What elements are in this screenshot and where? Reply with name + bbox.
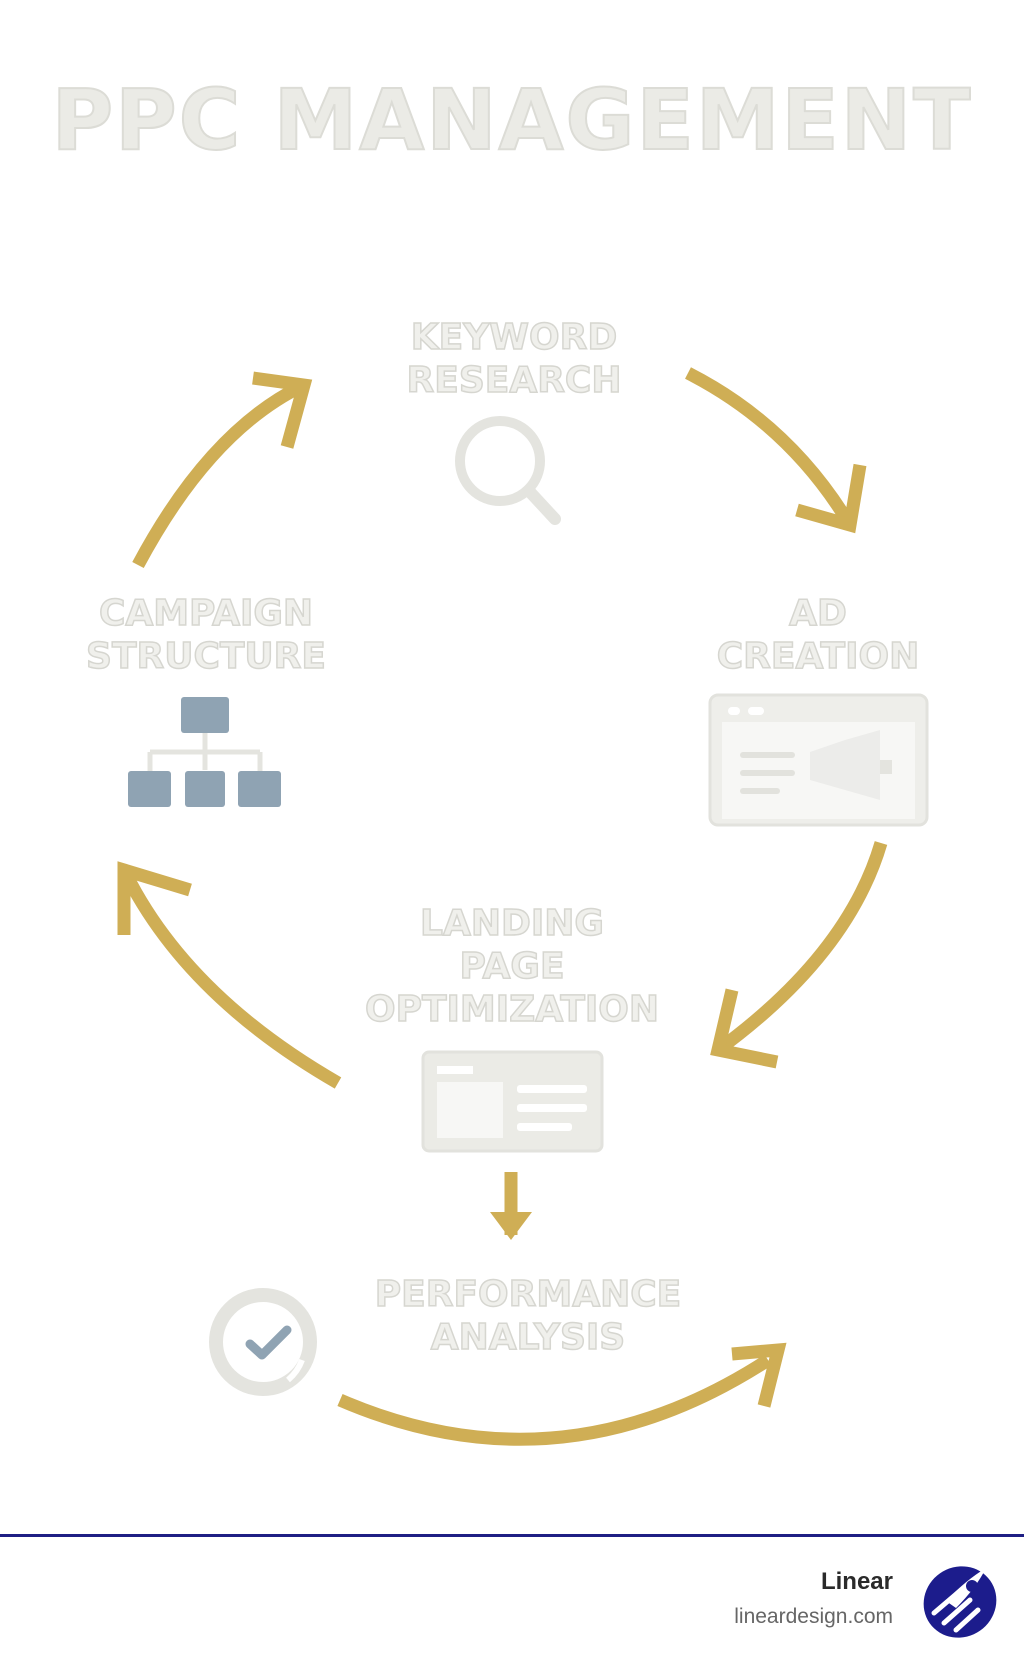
arrow-ad-to-landing-head: [710, 988, 779, 1069]
brand-url: lineardesign.com: [734, 1605, 893, 1628]
arrow-landing-to-campaign: [118, 867, 342, 1089]
rocket-logo-icon: [923, 1566, 997, 1638]
step-performance-analysis: PERFORMANCE ANALYSIS: [374, 1273, 682, 1359]
diagram-title: PPC MANAGEMENT: [51, 71, 973, 169]
arrow-keyword-to-ad-head: [795, 463, 867, 534]
arrow-campaign-to-keyword: [132, 379, 307, 569]
footer-divider: [0, 1534, 1024, 1537]
step-keyword-research: KEYWORD RESEARCH: [406, 316, 622, 402]
step-campaign-structure: CAMPAIGN STRUCTURE: [85, 592, 326, 678]
brand-name: Linear: [820, 1568, 893, 1595]
arrow-performance-sweep: [337, 1354, 772, 1446]
arrow-performance-sweep-head: [731, 1342, 787, 1408]
hierarchy-icon: [128, 697, 281, 807]
step-ad-creation: AD CREATION: [716, 592, 920, 678]
arrow-landing-to-campaign-head: [117, 861, 192, 935]
arrow-campaign-to-keyword-head: [252, 371, 313, 449]
arrow-ad-to-landing: [714, 841, 888, 1056]
landing-page-icon: [421, 1050, 604, 1153]
arrow-keyword-to-ad: [685, 367, 856, 529]
check-circle-icon: [209, 1288, 317, 1396]
search-icon: [455, 416, 561, 525]
step-landing-page-optimization: LANDING PAGE OPTIMIZATION: [364, 902, 660, 1031]
browser-megaphone-icon: [708, 693, 929, 827]
arrow-landing-to-performance-head: [490, 1212, 532, 1240]
